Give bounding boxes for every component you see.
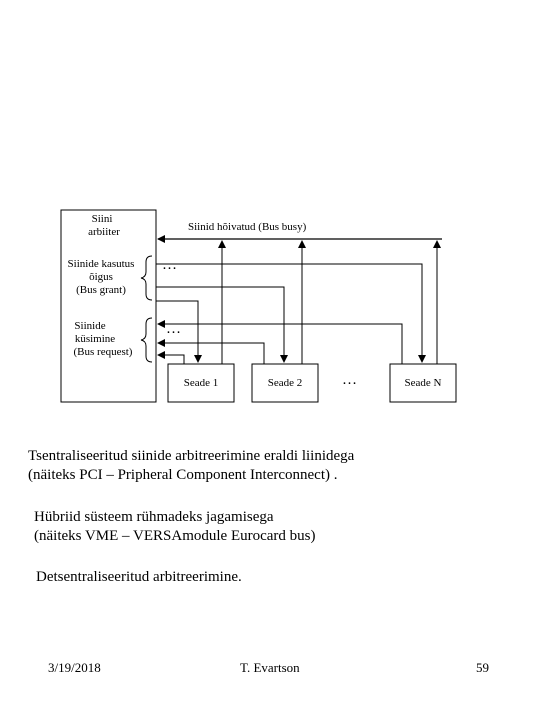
arbiter-label-line1: Siini [91,213,113,225]
bus-busy-label: Siinid hõivatud (Bus busy) [188,221,307,233]
arbiter-label-line2: arbiiter [88,226,120,238]
text-line-2: (näiteks PCI – Pripheral Component Inter… [28,467,338,483]
arbiter-label: Siini arbiiter [61,213,143,239]
text-line-5: Detsentraliseeritud arbitreerimine. [36,569,242,585]
bus-request-line1: Siinide [74,320,106,332]
bus-grant-line-1 [156,300,202,363]
bus-grant-line-n [156,263,426,363]
bus-request-line3: (Bus request) [73,346,133,358]
bus-grant-line-2 [156,286,288,363]
bus-grant-brace [140,255,153,301]
page-number: 59 [476,660,489,675]
text-line-4: (näiteks VME – VERSAmodule Eurocard bus) [34,528,316,544]
text-line-3: Hübriid süsteem rühmadeks jagamisega [34,509,274,525]
bus-request-label: Siinide küsimine (Bus request) [58,320,148,359]
bus-request-line-n [157,320,403,364]
bus-grant-label: Siinide kasutus õigus (Bus grant) [60,258,142,297]
device-1-box [167,363,235,403]
bus-request-line2: küsimine [74,333,116,345]
footer-date: 3/19/2018 [48,660,101,675]
device-2-label: Seade 2 [267,377,303,389]
footer-author: T. Evartson [240,660,300,675]
bus-grant-line3: (Bus grant) [76,284,126,296]
arbiter-box [60,209,157,403]
text-line-1: Tsentraliseeritud siinide arbitreerimine… [28,448,355,464]
device-n-label: Seade N [404,377,442,389]
bus-grant-line2: õigus [89,271,113,283]
device-n-box [389,363,457,403]
device-1-label: Seade 1 [183,377,219,389]
bus-grant-line1: Siinide kasutus [67,258,135,270]
bus-request-line-2 [157,339,265,364]
devices-ellipsis: … [342,372,357,388]
bus-request-line-1 [157,351,185,364]
bus-request-ellipsis: … [166,321,181,337]
bus-grant-ellipsis: … [162,257,177,273]
device-2-box [251,363,319,403]
bus-request-brace [140,317,153,363]
